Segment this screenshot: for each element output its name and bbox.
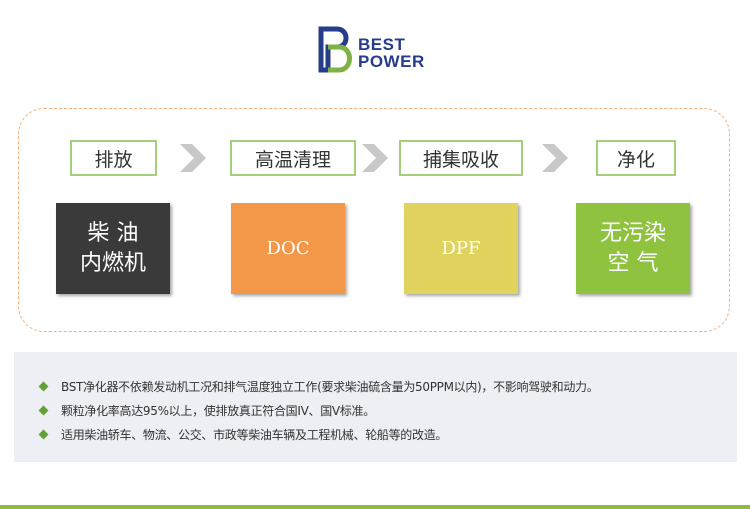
info-panel: BST净化器不依赖发动机工况和排气温度独立工作(要求柴油硫含量为50PPM以内)… — [14, 352, 737, 462]
step-label-text: 高温清理 — [254, 148, 331, 171]
box-text: DOC — [266, 238, 310, 259]
diamond-bullet-icon — [38, 405, 49, 415]
chevron-right-icon — [362, 144, 388, 172]
logo-text-best: BEST — [358, 35, 406, 54]
chevron-right-icon — [542, 144, 568, 172]
step-label-high-temp-cleaning: 高温清理 — [230, 140, 356, 176]
box-text: 柴 油 内燃机 — [79, 220, 146, 276]
box-clean-air: 无污染 空 气 — [576, 203, 690, 294]
box-text: DPF — [441, 238, 481, 259]
bullet-text: 适用柴油轿车、物流、公交、市政等柴油车辆及工程机械、轮船等的改造。 — [61, 427, 448, 442]
step-label-text: 排放 — [94, 148, 133, 171]
process-frame — [18, 108, 730, 332]
bullet-text: BST净化器不依赖发动机工况和排气温度独立工作(要求柴油硫含量为50PPM以内)… — [61, 379, 599, 394]
step-label-text: 净化 — [616, 148, 655, 171]
bullet-text: 颗粒净化率高达95%以上，使排放真正符合国IV、国Ⅴ标准。 — [61, 403, 375, 418]
box-diesel-engine: 柴 油 内燃机 — [56, 203, 170, 294]
list-item: BST净化器不依赖发动机工况和排气温度独立工作(要求柴油硫含量为50PPM以内)… — [38, 374, 737, 398]
logo-b-mark-icon — [318, 26, 352, 73]
chevron-right-icon — [180, 144, 206, 172]
step-label-emission: 排放 — [70, 140, 157, 176]
step-label-purify: 净化 — [596, 140, 676, 176]
list-item: 颗粒净化率高达95%以上，使排放真正符合国IV、国Ⅴ标准。 — [38, 398, 737, 422]
diamond-bullet-icon — [38, 381, 49, 391]
step-label-capture-absorb: 捕集吸收 — [399, 140, 523, 176]
diamond-bullet-icon — [38, 429, 49, 439]
step-label-text: 捕集吸收 — [422, 148, 499, 171]
box-doc: DOC — [231, 203, 345, 294]
box-text: 无污染 空 气 — [599, 220, 666, 276]
logo-text-power: POWER — [358, 52, 425, 71]
list-item: 适用柴油轿车、物流、公交、市政等柴油车辆及工程机械、轮船等的改造。 — [38, 422, 737, 446]
bottom-divider — [0, 505, 750, 509]
best-power-logo: BEST POWER — [318, 26, 442, 74]
box-dpf: DPF — [404, 203, 518, 294]
